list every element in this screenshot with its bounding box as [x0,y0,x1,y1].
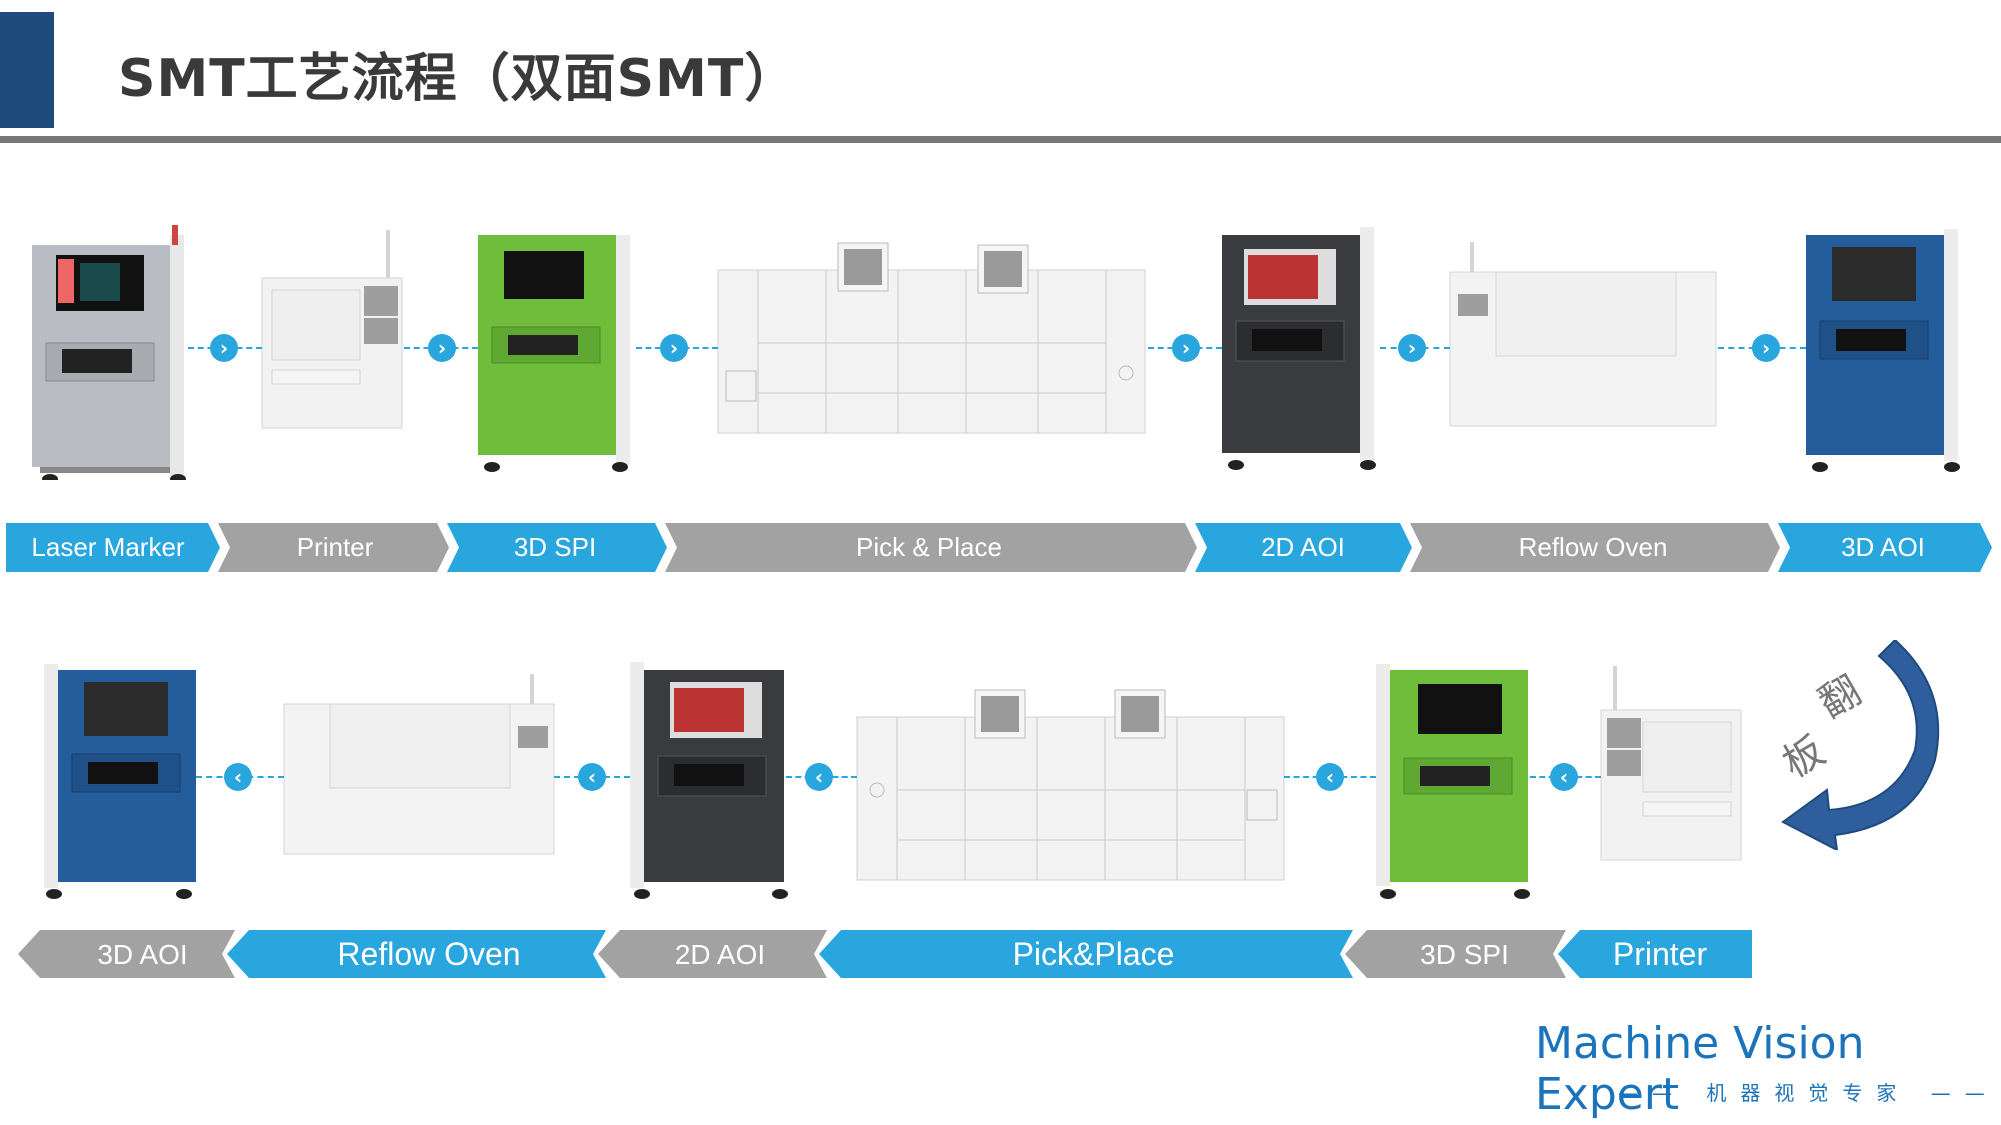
stage-reflow-oven [227,930,606,978]
flow-arrow-icon: › [660,334,688,362]
printer-machine [1600,666,1742,861]
stage-label: Laser Marker [31,532,185,562]
stage-label: 2D AOI [674,938,766,970]
2d-aoi-machine [630,662,788,899]
stage-label: Reflow Oven [337,936,521,972]
flow-arrow-icon: ‹ [224,763,252,791]
stage-label: Printer [296,532,374,562]
bottom-row-machines [44,662,1742,899]
brand-subtitle: —— 机器视觉专家 —— [1618,1081,1999,1105]
3d-spi-machine [1376,664,1530,899]
stage-pick-place [819,930,1353,978]
reflow-oven-machine [1449,242,1717,427]
top-row-machines [32,225,1960,480]
flow-arrow-icon: › [1398,334,1426,362]
stage-label: 3D AOI [97,938,188,970]
laser-marker-machine [32,225,186,480]
pick-and-place-machine [856,689,1285,881]
2d-aoi-machine [1222,227,1376,470]
stage-laser-marker [6,523,220,572]
flow-arrow-icon: ‹ [578,763,606,791]
curved-arrow-icon [1781,640,1940,850]
stage-printer [218,523,449,572]
flow-arrow-icon: ‹ [1316,763,1344,791]
stage-reflow-oven [1410,523,1780,572]
top-process-bar [6,523,1992,572]
brand-logo-text: Machine Vision Expert [1535,1018,1865,1120]
flow-arrow-icon: ‹ [1550,763,1578,791]
stage-label: 3D SPI [1420,938,1509,970]
3d-aoi-machine [1806,229,1960,472]
stage-pick-place [665,523,1197,572]
stage-3d-aoi [18,930,235,978]
flow-arrow-icon: › [210,334,238,362]
flow-arrow-icon: › [1752,334,1780,362]
stage-label: Pick & Place [856,532,1002,562]
flow-arrow-icon: › [428,334,456,362]
page-title: SMT工艺流程（双面SMT） [118,49,798,109]
stage-label: 3D SPI [513,532,597,562]
stage-3d-aoi [1778,523,1992,572]
reflow-oven-machine [283,674,555,855]
stage-3d-spi [447,523,667,572]
stage-3d-spi [1345,930,1566,978]
3d-spi-machine [478,235,630,472]
stage-printer [1558,930,1752,978]
stage-label: 2D AOI [1261,532,1345,562]
title-accent-block [0,12,54,128]
flow-arrow-icon: › [1172,334,1200,362]
stage-2d-aoi [598,930,827,978]
bottom-process-bar [18,930,1752,978]
title-divider [0,136,2001,143]
stage-label: Pick&Place [1012,936,1175,972]
pick-and-place-machine [717,242,1146,434]
stage-2d-aoi [1195,523,1412,572]
flow-arrow-icon: ‹ [805,763,833,791]
printer-machine [261,230,403,429]
3d-aoi-machine [44,664,196,899]
stage-label: Reflow Oven [1518,532,1668,562]
stage-label: 3D AOI [1841,532,1925,562]
stage-label: Printer [1612,936,1708,972]
